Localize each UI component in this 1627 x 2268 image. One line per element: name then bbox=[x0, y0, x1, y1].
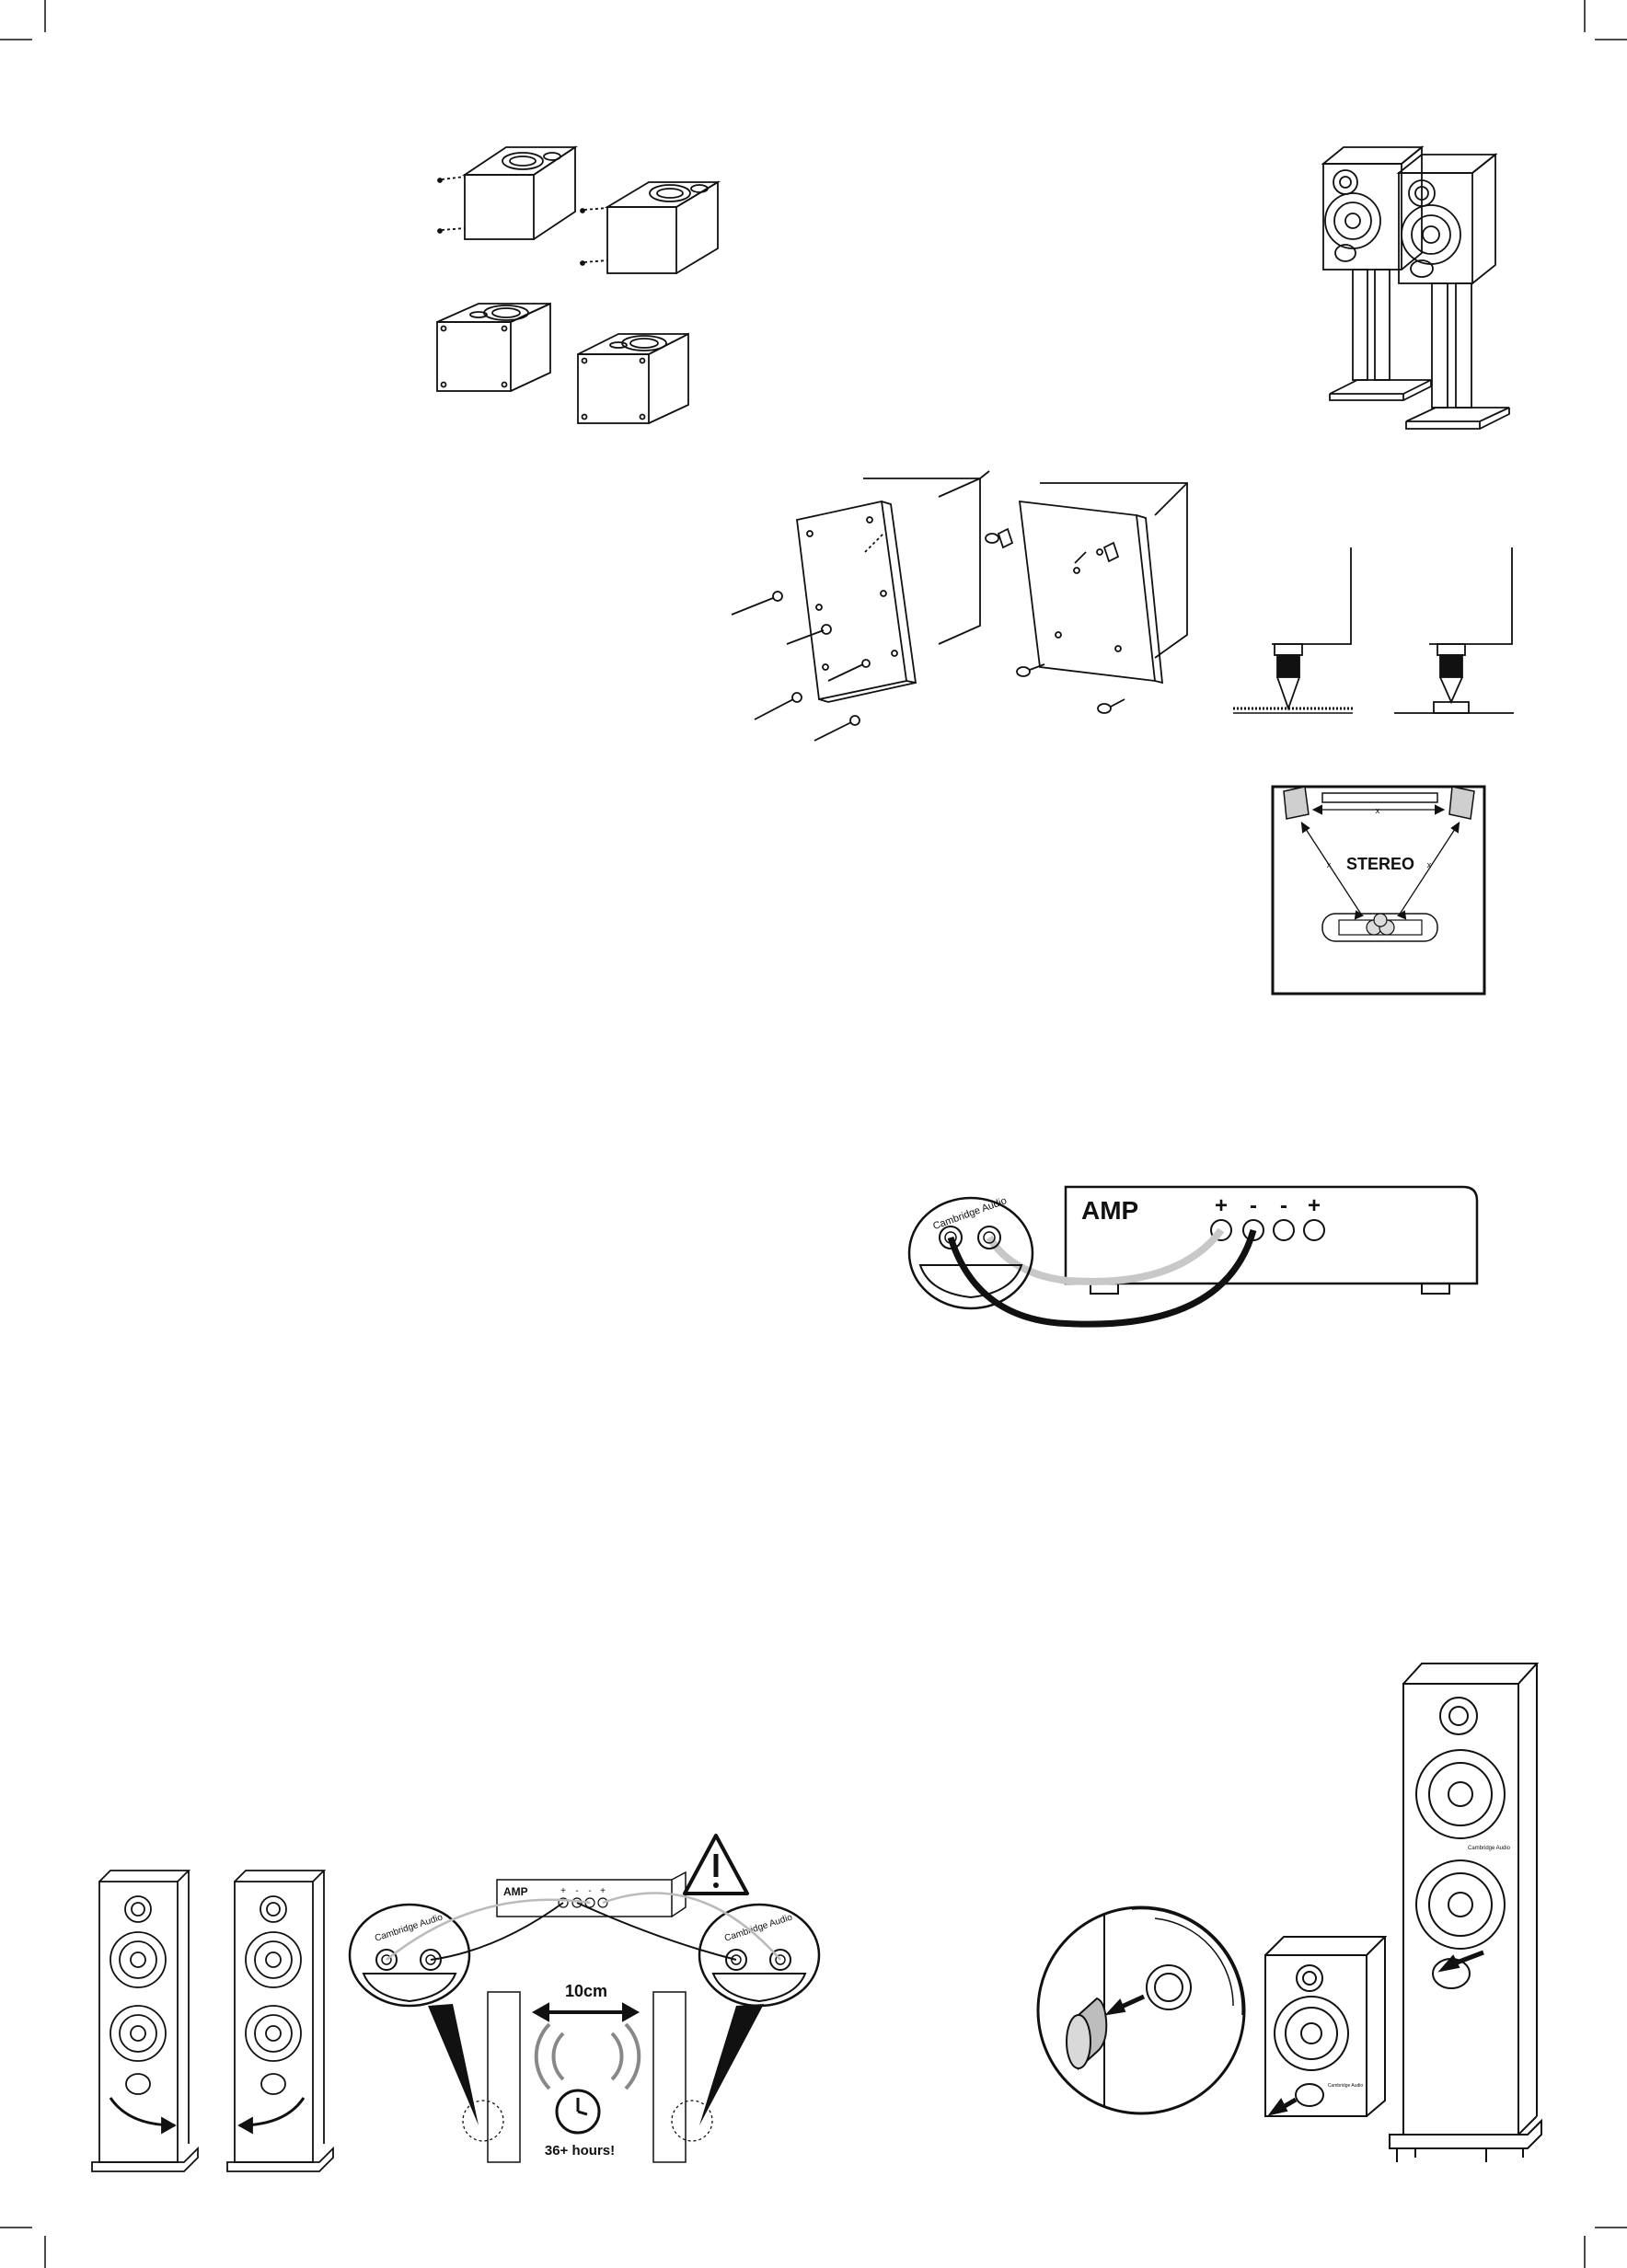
distance-marker-right: x bbox=[1427, 860, 1432, 869]
spacing-label: 10cm bbox=[565, 1982, 607, 2000]
clock-icon bbox=[557, 2090, 599, 2133]
tower-speaker-left bbox=[92, 1871, 198, 2171]
port-bung-figure: Cambridge Audio Cambridge Audio bbox=[1038, 1664, 1541, 2162]
amp-wiring-figure: AMP + - - + Cambridge Audio bbox=[909, 1187, 1477, 1324]
tower-brand-badge: Cambridge Audio bbox=[1468, 1846, 1511, 1851]
run-in-terminal-2: - bbox=[575, 1886, 578, 1896]
spike-on-carpet bbox=[1233, 547, 1353, 713]
toe-in-figure bbox=[92, 1871, 333, 2171]
stand-speaker-left bbox=[1323, 147, 1431, 400]
amp-terminal-3-label: - bbox=[1280, 1193, 1287, 1218]
cabinet-c bbox=[437, 304, 550, 391]
run-in-terminal-3: - bbox=[588, 1886, 591, 1896]
distance-marker-top: x bbox=[1376, 806, 1380, 815]
speakers-on-stands-figure bbox=[1323, 147, 1509, 429]
tall-tower-speaker: Cambridge Audio bbox=[1390, 1664, 1541, 2162]
stereo-label: STEREO bbox=[1346, 855, 1414, 873]
cabinet-orientation-figure bbox=[437, 147, 718, 423]
distance-marker-left: x bbox=[1327, 860, 1332, 869]
plinth-assembly-figure bbox=[732, 471, 1187, 741]
spike-floor-figure bbox=[1233, 547, 1514, 713]
stereo-placement-figure: STEREO x x x bbox=[1273, 787, 1484, 994]
spike-on-cup bbox=[1394, 547, 1514, 713]
bookshelf-speaker-front: Cambridge Audio bbox=[1265, 1937, 1385, 2116]
run-in-terminal-4: + bbox=[600, 1886, 606, 1896]
amp-terminal-2-label: - bbox=[1250, 1193, 1257, 1218]
speaker-terminal-callout: Cambridge Audio bbox=[909, 1195, 1033, 1308]
plinth-spikes bbox=[986, 483, 1187, 713]
bookshelf-brand-badge: Cambridge Audio bbox=[1328, 2083, 1364, 2089]
plinth-bolts bbox=[732, 471, 989, 741]
run-in-terminal-1: + bbox=[560, 1886, 566, 1896]
bung-magnifier bbox=[1038, 1907, 1244, 2113]
warning-icon bbox=[685, 1836, 747, 1894]
run-in-amp-label: AMP bbox=[503, 1885, 528, 1898]
cabinet-a bbox=[438, 147, 575, 239]
cabinet-d bbox=[578, 334, 688, 423]
run-in-figure: AMP + - - + Cambridge Audio Cambridge Au… bbox=[350, 1836, 819, 2162]
positive-cable bbox=[989, 1230, 1221, 1282]
cabinet-b bbox=[581, 182, 718, 273]
brand-logo: Cambridge Audio bbox=[931, 1195, 1008, 1232]
amp-terminal-4-label: + bbox=[1308, 1193, 1321, 1218]
amp-label: AMP bbox=[1081, 1196, 1138, 1225]
left-terminal-callout: Cambridge Audio bbox=[350, 1905, 479, 2125]
amp-terminal-1-label: + bbox=[1215, 1193, 1228, 1218]
duration-label: 36+ hours! bbox=[545, 2143, 615, 2159]
